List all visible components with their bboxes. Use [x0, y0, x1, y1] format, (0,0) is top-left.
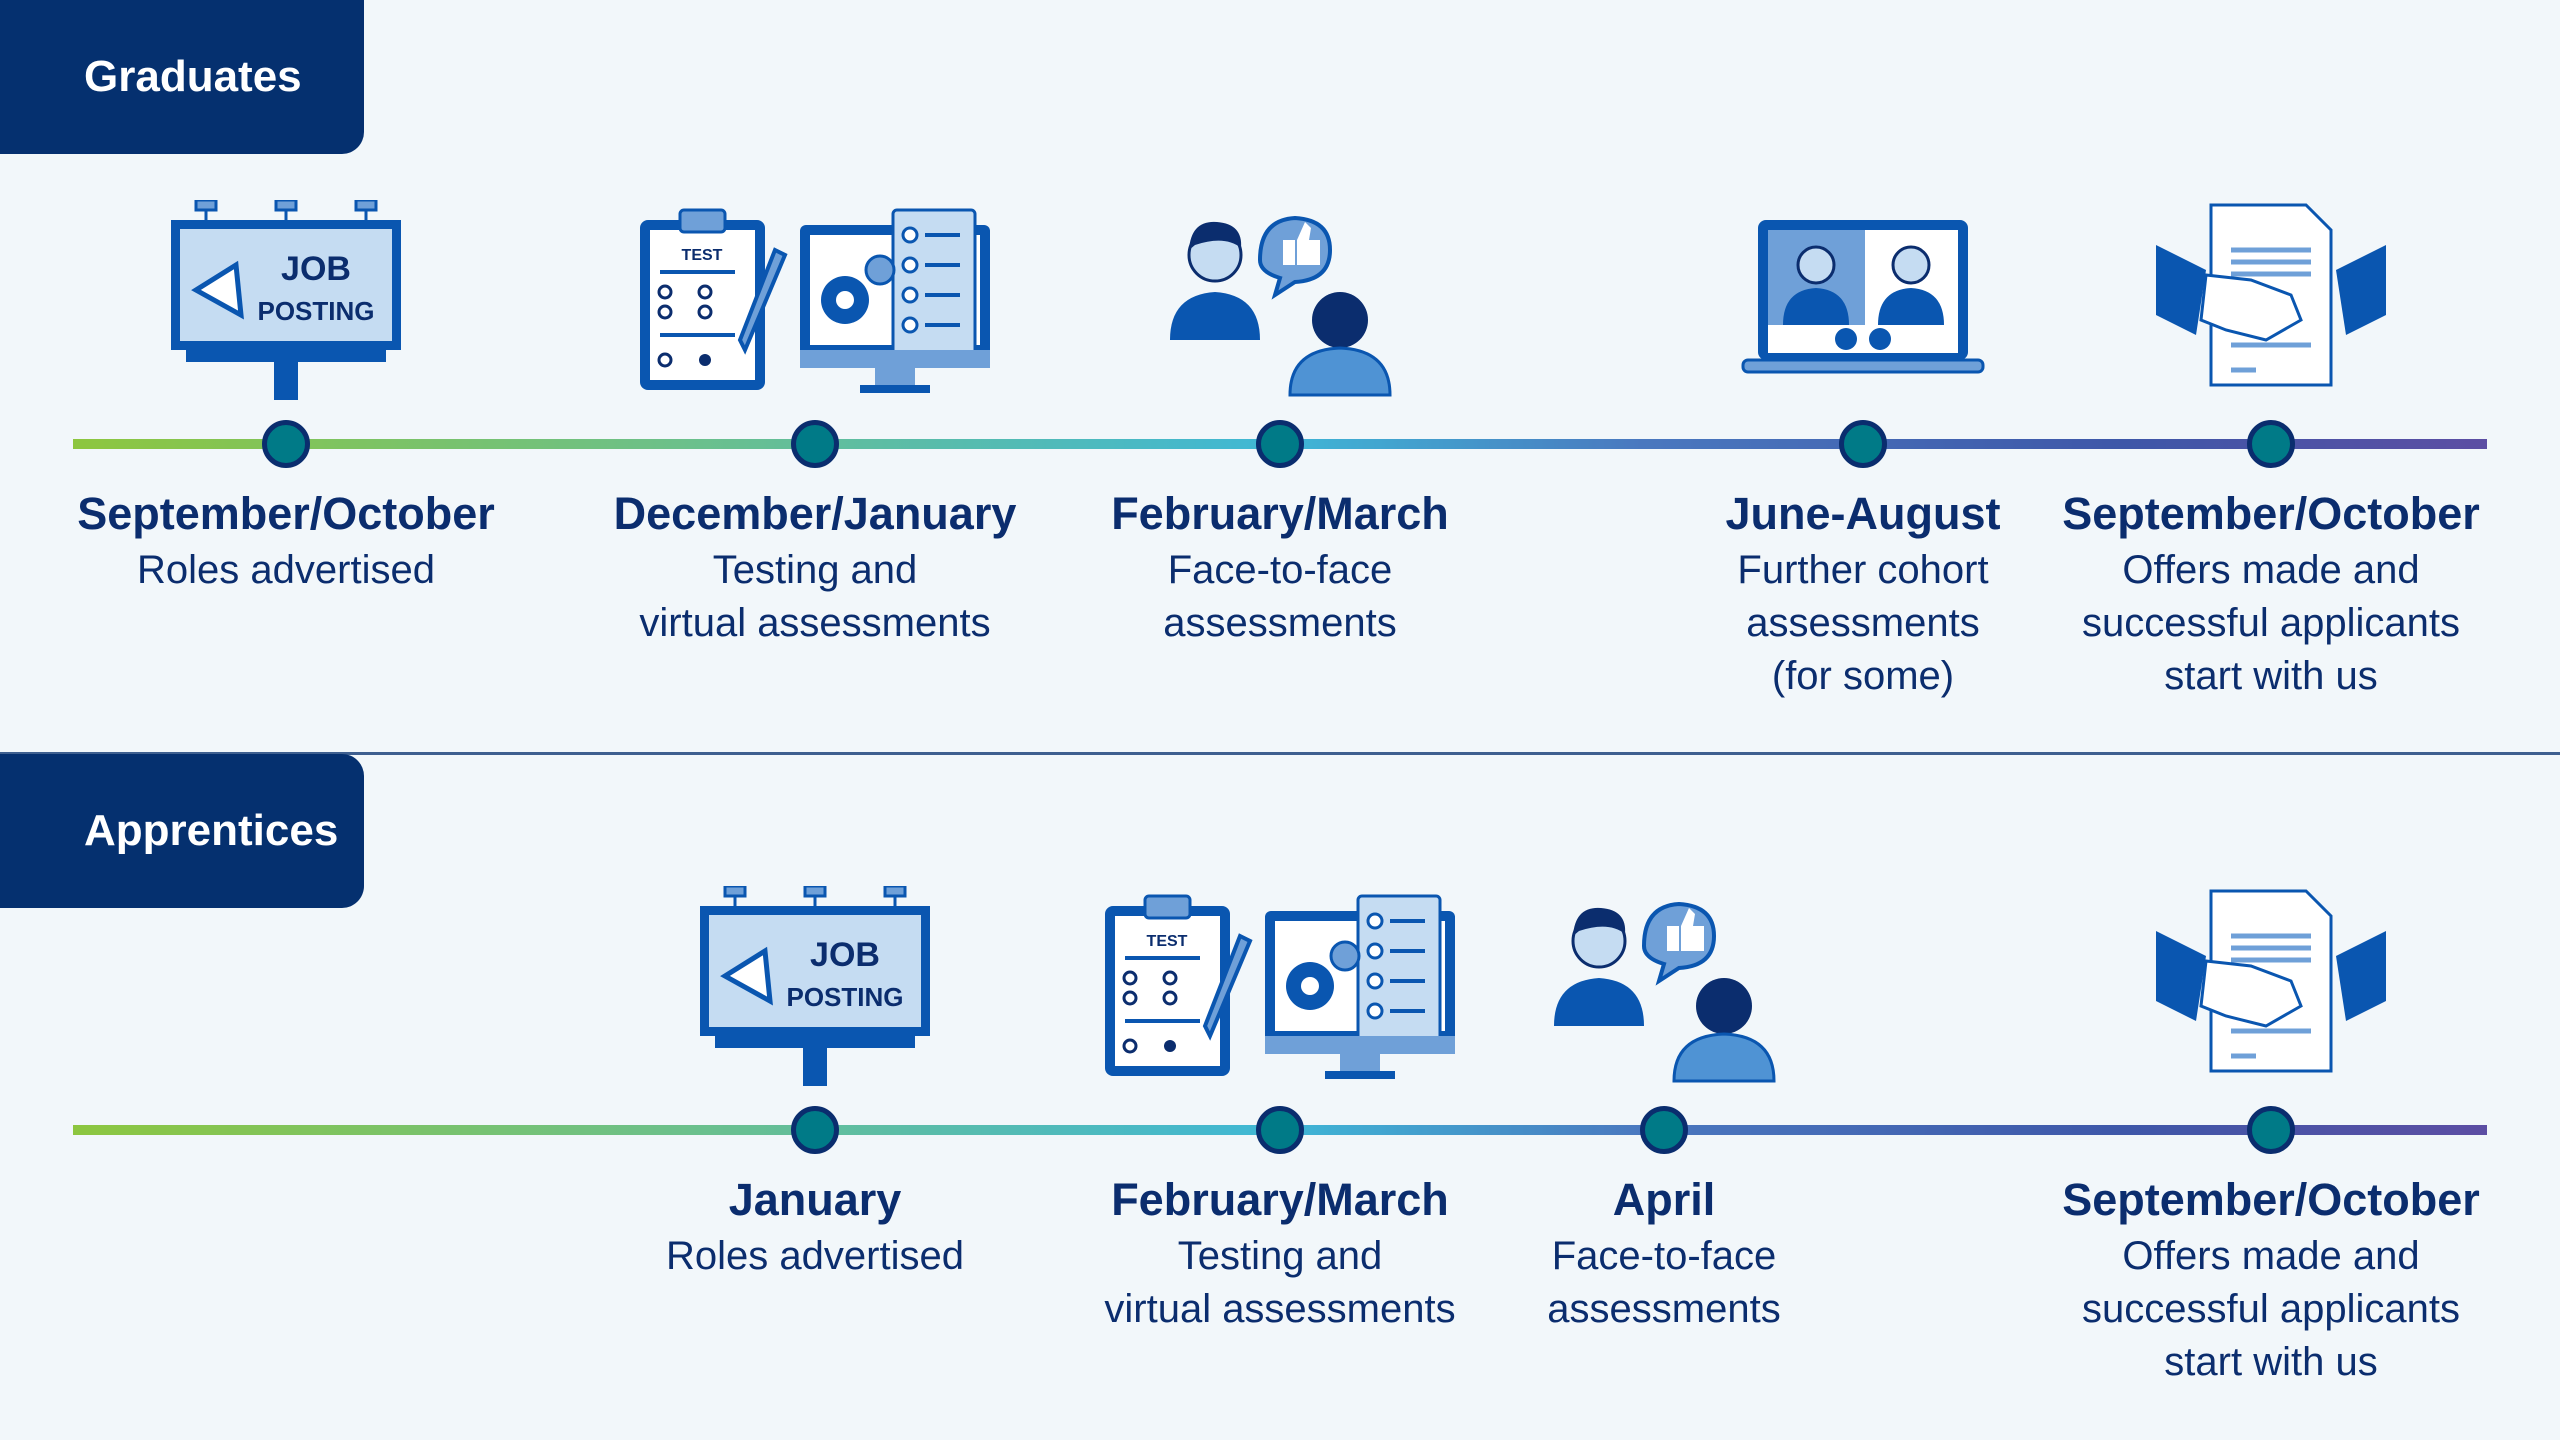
step-period: January: [728, 1174, 902, 1225]
step-description: Face-to-face assessments: [1163, 548, 1397, 645]
section-divider: [0, 752, 2560, 755]
apprentices-step: April Face-to-face assessments: [1424, 1170, 1904, 1336]
step-description: Testing and virtual assessments: [1104, 1234, 1456, 1331]
test-and-computer-icon: TEST: [635, 200, 995, 400]
step-period: February/March: [1111, 1174, 1449, 1225]
step-period: September/October: [2062, 1174, 2480, 1225]
apprentices-section-tab: Apprentices: [0, 754, 364, 908]
timeline-milestone-dot: [2247, 420, 2295, 468]
step-description: Roles advertised: [666, 1234, 964, 1278]
test-and-computer-icon: TEST: [1100, 886, 1460, 1086]
job-text: JOB: [810, 936, 880, 974]
video-call-laptop-icon: [1738, 200, 1988, 400]
face-to-face-icon: [1165, 200, 1395, 400]
timeline-milestone-dot: [1256, 1106, 1304, 1154]
graduates-step: September/October Offers made and succes…: [2031, 484, 2511, 703]
timeline-milestone-dot: [1256, 420, 1304, 468]
test-text: TEST: [682, 247, 723, 264]
step-period: September/October: [77, 488, 495, 539]
step-description: Offers made and successful applicants st…: [2082, 548, 2460, 698]
apprentices-step: January Roles advertised: [575, 1170, 1055, 1283]
timeline-milestone-dot: [262, 420, 310, 468]
timeline-milestone-dot: [2247, 1106, 2295, 1154]
step-period: February/March: [1111, 488, 1449, 539]
job-posting-billboard-icon: JOB POSTING: [166, 200, 406, 400]
apprentices-step: September/October Offers made and succes…: [2031, 1170, 2511, 1389]
job-text: JOB: [281, 250, 351, 288]
step-period: December/January: [613, 488, 1017, 539]
step-period: June-August: [1725, 488, 2001, 539]
timeline-milestone-dot: [1640, 1106, 1688, 1154]
graduates-step: June-August Further cohort assessments (…: [1623, 484, 2103, 703]
face-to-face-icon: [1549, 886, 1779, 1086]
graduates-step: February/March Face-to-face assessments: [1040, 484, 1520, 650]
timeline-milestone-dot: [1839, 420, 1887, 468]
test-text: TEST: [1147, 933, 1188, 950]
step-description: Further cohort assessments (for some): [1737, 548, 1989, 698]
step-description: Face-to-face assessments: [1547, 1234, 1781, 1331]
graduates-step: September/October Roles advertised: [46, 484, 526, 597]
step-description: Testing and virtual assessments: [639, 548, 991, 645]
handshake-contract-icon: [2151, 200, 2391, 400]
timeline-milestone-dot: [791, 420, 839, 468]
handshake-contract-icon: [2151, 886, 2391, 1086]
timeline-milestone-dot: [791, 1106, 839, 1154]
step-period: September/October: [2062, 488, 2480, 539]
step-description: Offers made and successful applicants st…: [2082, 1234, 2460, 1384]
job-posting-billboard-icon: JOB POSTING: [695, 886, 935, 1086]
posting-text: POSTING: [257, 296, 374, 326]
step-period: April: [1612, 1174, 1716, 1225]
step-description: Roles advertised: [137, 548, 435, 592]
posting-text: POSTING: [786, 982, 903, 1012]
graduates-label: Graduates: [84, 52, 302, 101]
graduates-section-tab: Graduates: [0, 0, 364, 154]
apprentices-label: Apprentices: [84, 806, 339, 855]
apprentices-step: February/March Testing and virtual asses…: [1040, 1170, 1520, 1336]
graduates-step: December/January Testing and virtual ass…: [575, 484, 1055, 650]
